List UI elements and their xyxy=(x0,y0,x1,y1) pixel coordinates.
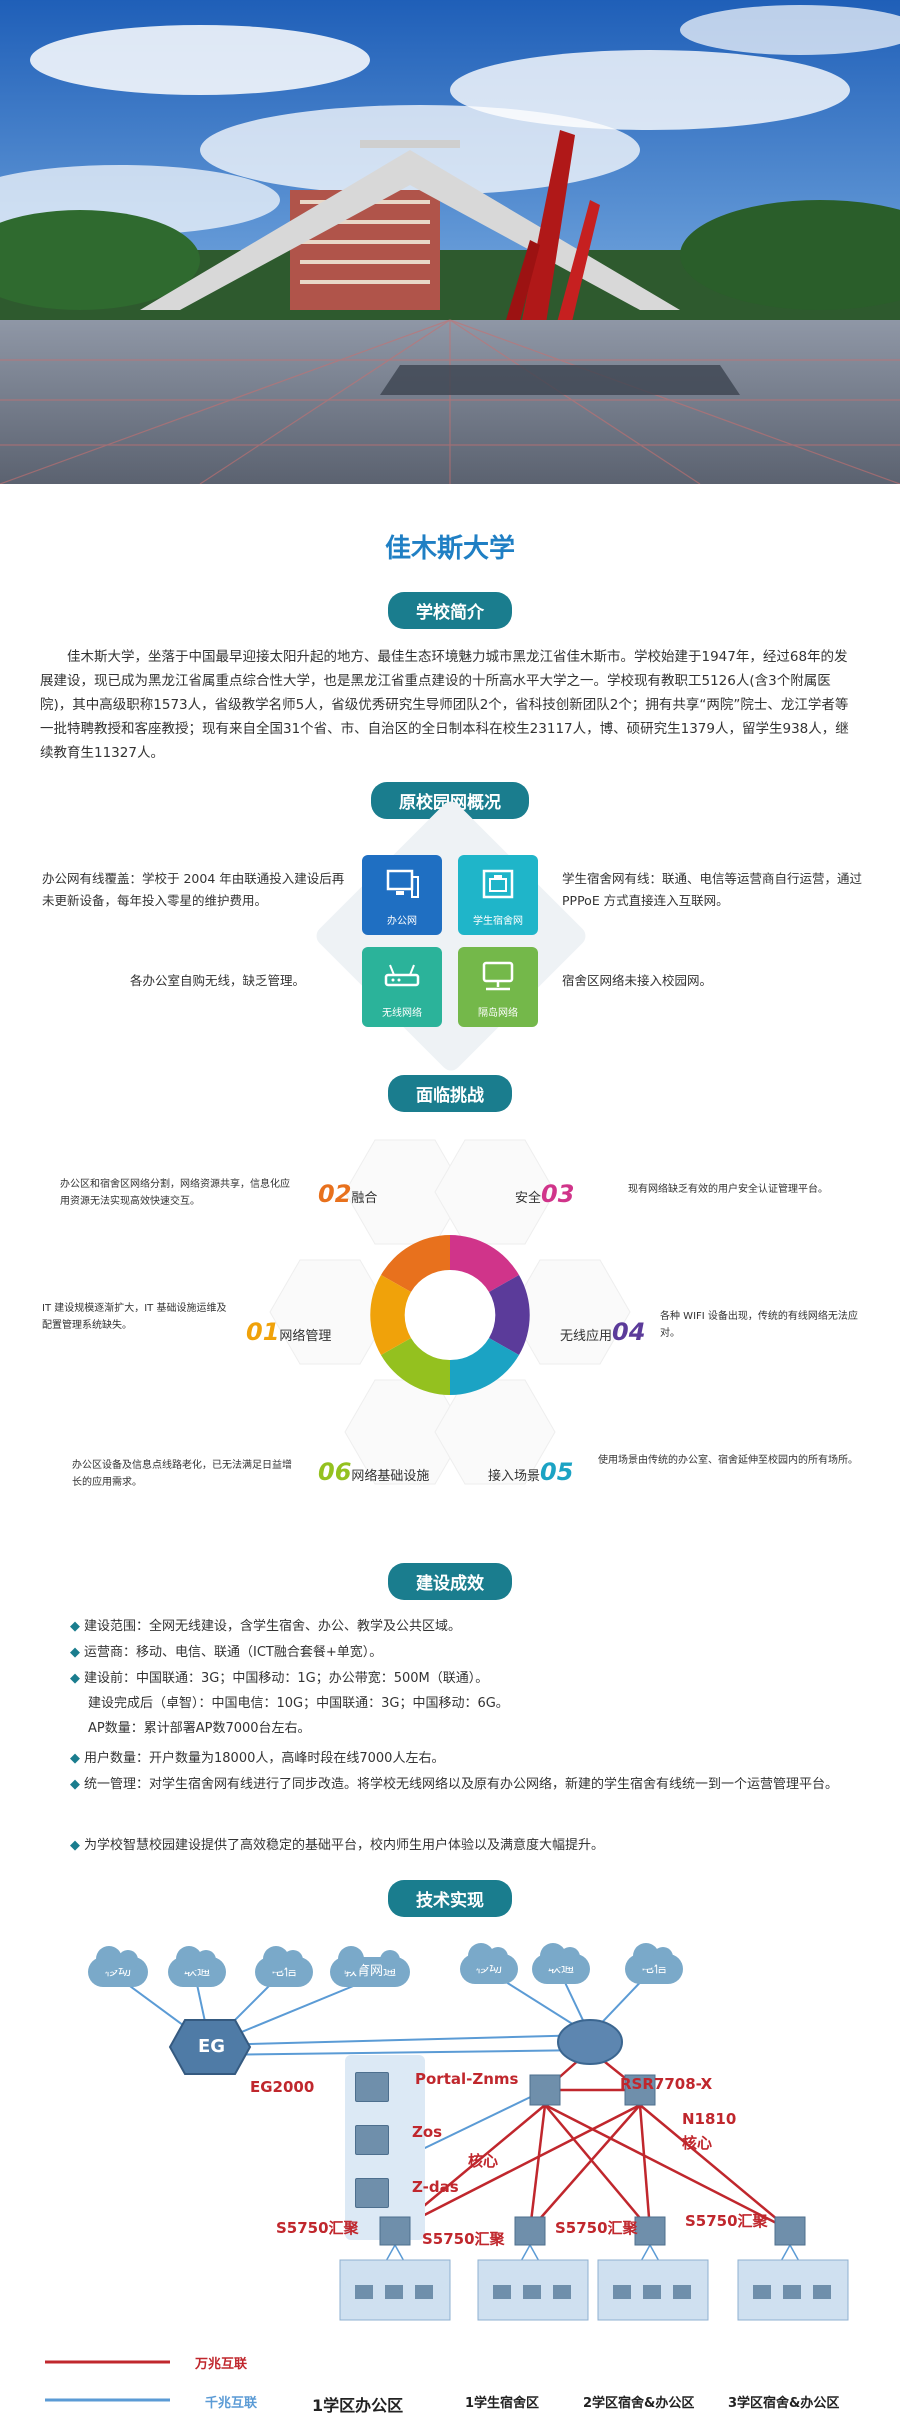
eg-device-name: EG2000 xyxy=(250,2078,315,2096)
agg-label: S5750汇聚 xyxy=(422,2230,505,2248)
server-zos: Zos xyxy=(412,2123,443,2141)
challenge-06: 06网络基础设施 xyxy=(318,1458,430,1486)
hero-image xyxy=(0,0,900,484)
result-item: ◆为学校智慧校园建设提供了高效稳定的基础平台，校内师生用户体验以及满意度大幅提升… xyxy=(70,1838,605,1853)
challenge-03: 安全03 xyxy=(515,1180,575,1208)
core-switch-icon xyxy=(529,2074,561,2106)
agg-switch-icon xyxy=(379,2216,411,2246)
rsr-device-name: RSR7708-X xyxy=(620,2075,713,2093)
router-icon xyxy=(384,964,420,987)
network-topology xyxy=(45,1971,849,2402)
university-name: 佳木斯大学 xyxy=(384,534,515,564)
overview-dorm-wired: 学生宿舍网有线：联通、电信等运营商自行运营，通过 PPPoE 方式直接连入互联网… xyxy=(562,871,863,908)
server-icon xyxy=(355,2125,389,2155)
area-label: 3学区宿舍&办公区 xyxy=(728,2396,840,2411)
core-label-left: 核心 xyxy=(468,2152,499,2170)
challenge-05-desc: 使用场景由传统的办公室、宿舍延伸至校园内的所有场所。 xyxy=(598,1455,858,1466)
cloud-isp: 联通 xyxy=(168,1946,226,1987)
agg-switch-icon xyxy=(634,2216,666,2246)
cloud-isp: 教育网通 xyxy=(330,1946,410,1987)
server-icon xyxy=(355,2072,389,2102)
overview-dorm-isolated: 宿舍区网络未接入校园网。 xyxy=(562,973,713,988)
result-item: ◆建设前：中国联通：3G；中国移动：1G；办公带宽：500M（联通）。 xyxy=(70,1671,489,1686)
core-switch-icon xyxy=(624,2074,656,2106)
challenge-01-desc: IT 建设规模逐渐扩大，IT 基础设施运维及配置管理系统缺失。 xyxy=(42,1303,227,1331)
overview-office-wireless: 各办公室自购无线，缺乏管理。 xyxy=(130,973,306,988)
core-label-right: 核心 xyxy=(682,2134,713,2152)
overview-backdrop xyxy=(312,797,590,1075)
tile-office-label: 办公网 xyxy=(387,916,417,927)
challenge-06-desc: 办公区设备及信息点线路老化，已无法满足日益增长的应用需求。 xyxy=(72,1460,292,1488)
overview-office-wired: 办公网有线覆盖：学校于 2004 年由联通投入建设后再未更新设备，每年投入零星的… xyxy=(42,871,345,908)
result-item: ◆运营商：移动、电信、联通（ICT融合套餐+单宽）。 xyxy=(70,1645,383,1660)
tile-dorm-label: 学生宿舍网 xyxy=(473,916,523,927)
section-heading-challenges: 面临挑战 xyxy=(388,1075,512,1112)
challenge-01: 01网络管理 xyxy=(246,1318,332,1346)
tile-isolated-network: 隔岛网络 xyxy=(458,947,538,1027)
agg-switch-icon xyxy=(514,2216,546,2246)
challenge-02-desc: 办公区和宿舍区网络分割，网络资源共享，信息化应用资源无法实现高效快速交互。 xyxy=(60,1179,290,1207)
agg-label: S5750汇聚 xyxy=(276,2219,359,2237)
network-port-icon xyxy=(482,869,514,899)
challenge-03-desc: 现有网络缺乏有效的用户安全认证管理平台。 xyxy=(628,1184,828,1195)
legend-wan-label: 万兆互联 xyxy=(195,2357,248,2372)
server-icon xyxy=(355,2178,389,2208)
cloud-isp: 移动 xyxy=(88,1946,148,1987)
agg-label: S5750汇聚 xyxy=(685,2212,768,2230)
result-subline: 建设完成后（卓智）：中国电信：10G；中国联通：3G；中国移动：6G。 xyxy=(88,1696,509,1711)
tile-dorm-network: 学生宿舍网 xyxy=(458,855,538,935)
tile-isolated-label: 隔岛网络 xyxy=(478,1008,518,1019)
section-heading-tech: 技术实现 xyxy=(388,1880,512,1917)
section-heading-results: 建设成效 xyxy=(388,1563,512,1600)
result-item: ◆用户数量：开户数量为18000人，高峰时段在线7000人左右。 xyxy=(70,1751,445,1766)
cloud-isp: 联通 xyxy=(532,1943,590,1984)
result-subline: AP数量：累计部署AP数7000台左右。 xyxy=(88,1721,311,1736)
challenge-02: 02融合 xyxy=(318,1180,378,1208)
intro-text: 佳木斯大学，坐落于中国最早迎接太阳升起的地方、最佳生态环境魅力城市黑龙江省佳木斯… xyxy=(40,649,849,761)
challenge-05: 接入场景05 xyxy=(488,1458,574,1486)
server-zdas: Z-das xyxy=(412,2178,459,2196)
tile-office-network: 办公网 xyxy=(362,855,442,935)
n1810-device-name: N1810 xyxy=(682,2110,737,2128)
monitor-icon xyxy=(482,961,514,991)
cloud-isp: 电信 xyxy=(255,1946,313,1987)
eg-gateway-icon xyxy=(168,2019,252,2075)
cloud-isp: 电信 xyxy=(625,1943,683,1984)
area-label: 1学生宿舍区 xyxy=(465,2396,540,2411)
challenges-ring xyxy=(269,1139,631,1485)
area-label: 2学区宿舍&办公区 xyxy=(583,2396,695,2411)
agg-label: S5750汇聚 xyxy=(555,2219,638,2237)
agg-switch-icon xyxy=(774,2216,806,2246)
server-portal: Portal-Znms xyxy=(415,2070,519,2088)
router-icon xyxy=(557,2019,623,2065)
computer-icon xyxy=(386,869,419,898)
section-heading-intro: 学校简介 xyxy=(388,592,512,629)
cloud-isp: 移动 xyxy=(460,1943,518,1984)
eg-label: EG xyxy=(198,2036,226,2057)
result-item: ◆统一管理：对学生宿舍网有线进行了同步改造。将学校无线网络以及原有办公网络，新建… xyxy=(70,1777,839,1792)
tile-wireless-label: 无线网络 xyxy=(382,1008,422,1019)
tile-wireless-network: 无线网络 xyxy=(362,947,442,1027)
legend-lan-label: 千兆互联 xyxy=(205,2396,258,2411)
challenge-04-desc: 各种 WIFI 设备出现，传统的有线网络无法应对。 xyxy=(660,1311,858,1339)
area-label: 1学区办公区 xyxy=(312,2396,404,2415)
challenge-04: 无线应用04 xyxy=(560,1318,646,1346)
result-item: ◆建设范围：全网无线建设，含学生宿舍、办公、教学及公共区域。 xyxy=(70,1619,462,1634)
